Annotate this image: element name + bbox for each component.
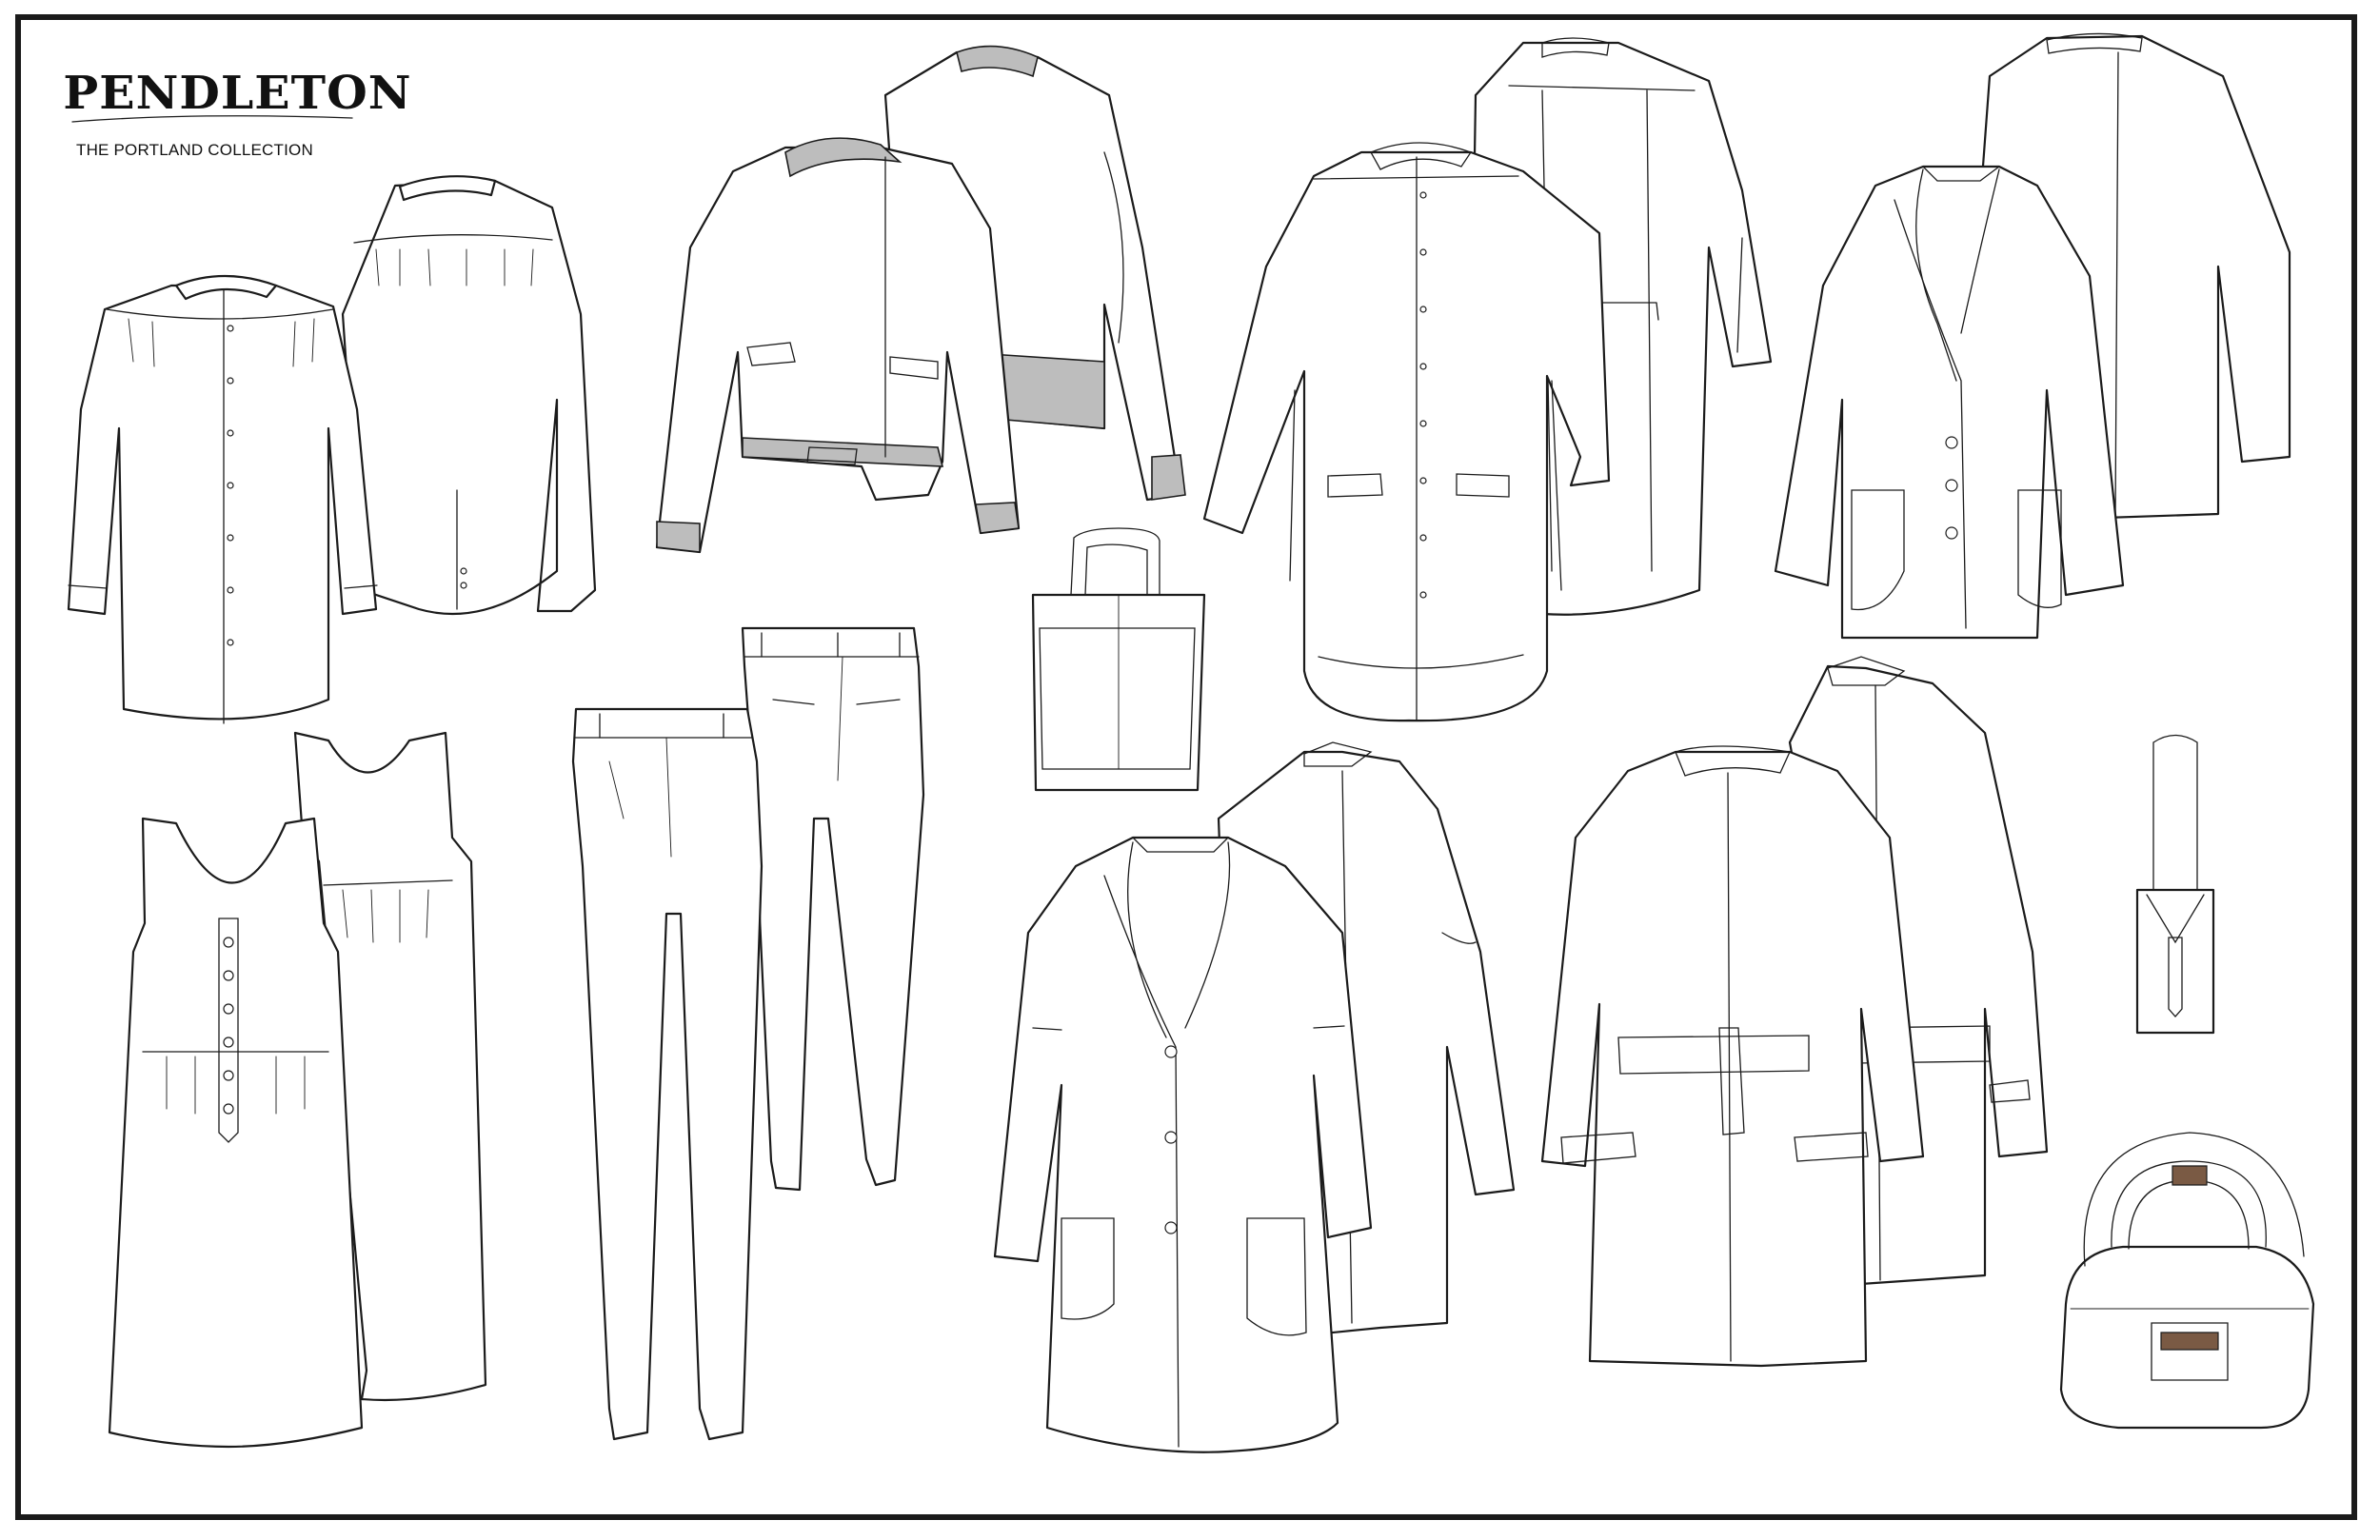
long-coat-front-sketch	[993, 836, 1373, 1453]
moto-jacket-back-sketch	[883, 45, 1186, 502]
shirt-back-sketch	[341, 175, 597, 616]
tote-bag-sketch	[1031, 527, 1206, 792]
trouser-front-sketch	[571, 707, 764, 1441]
moto-jacket-front-sketch	[655, 137, 1021, 554]
tank-dress-front-sketch	[108, 817, 364, 1449]
sheet-border	[15, 14, 2357, 1520]
shirt-dress-front-sketch	[1202, 142, 1611, 722]
crossbody-bag-sketch	[2135, 734, 2215, 1035]
duffel-bag-sketch	[2059, 1132, 2315, 1430]
brand-wordmark: PENDLETON	[63, 67, 412, 120]
tank-dress-back-sketch	[293, 731, 487, 1402]
belted-trench-front-sketch	[1540, 745, 1925, 1368]
shirt-front-sketch	[67, 274, 378, 724]
shawl-blazer-front-sketch	[1774, 165, 2125, 640]
collection-title: THE PORTLAND COLLECTION	[76, 141, 313, 159]
trouser-back-sketch	[741, 626, 925, 1192]
brand-logo: PENDLETON THE PORTLAND COLLECTION	[63, 67, 410, 159]
logo-underline	[71, 115, 353, 123]
